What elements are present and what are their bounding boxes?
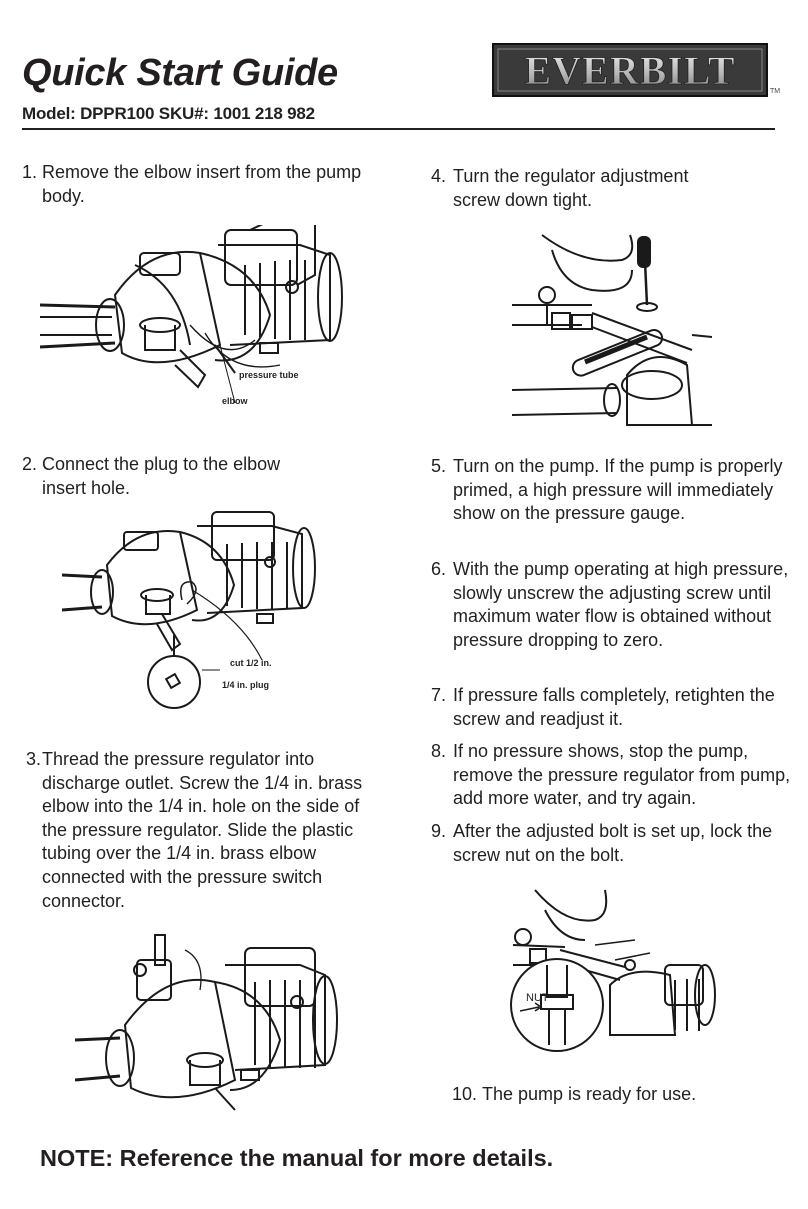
- regulator-adjust-figure: [512, 234, 712, 426]
- footer-note: NOTE: Reference the manual for more deta…: [40, 1145, 554, 1171]
- step-3: 3.Thread the pressure regulator into dis…: [26, 749, 363, 911]
- label-pressure-tube: pressure tube: [239, 370, 299, 380]
- svg-text:EVERBILT: EVERBILT: [524, 48, 735, 93]
- step-7: 7.If pressure falls completely, retighte…: [431, 685, 775, 729]
- label-elbow: elbow: [222, 396, 248, 406]
- page-title: Quick Start Guide: [22, 52, 338, 94]
- step-6: 6.With the pump operating at high pressu…: [431, 559, 789, 650]
- model-sku-line: Model: DPPR100 SKU#: 1001 218 982: [22, 104, 315, 123]
- label-cut: cut 1/2 in.: [230, 658, 272, 668]
- step-10: 10.The pump is ready for use.: [452, 1084, 697, 1104]
- pump-figure-plug: [62, 511, 316, 709]
- pump-figure-elbow: [40, 225, 343, 404]
- trademark-mark: TM: [770, 88, 781, 95]
- everbilt-logo: EVERBILT: [492, 43, 768, 97]
- step-9: 9.After the adjusted bolt is set up, loc…: [431, 821, 773, 865]
- step-8: 8.If no pressure shows, stop the pump, r…: [431, 741, 791, 809]
- pump-figure-regulator: [75, 934, 338, 1111]
- step-1: 1.Remove the elbow insert from the pump …: [22, 162, 362, 206]
- label-nut: NUT: [526, 992, 549, 1004]
- step-4: 4.Turn the regulator adjustment screw do…: [431, 166, 689, 210]
- label-plug: 1/4 in. plug: [222, 680, 270, 690]
- header-divider: [22, 128, 775, 130]
- step-2: 2.Connect the plug to the elbow insert h…: [22, 454, 281, 498]
- step-5: 5.Turn on the pump. If the pump is prope…: [431, 456, 783, 524]
- lock-nut-figure: [510, 889, 716, 1052]
